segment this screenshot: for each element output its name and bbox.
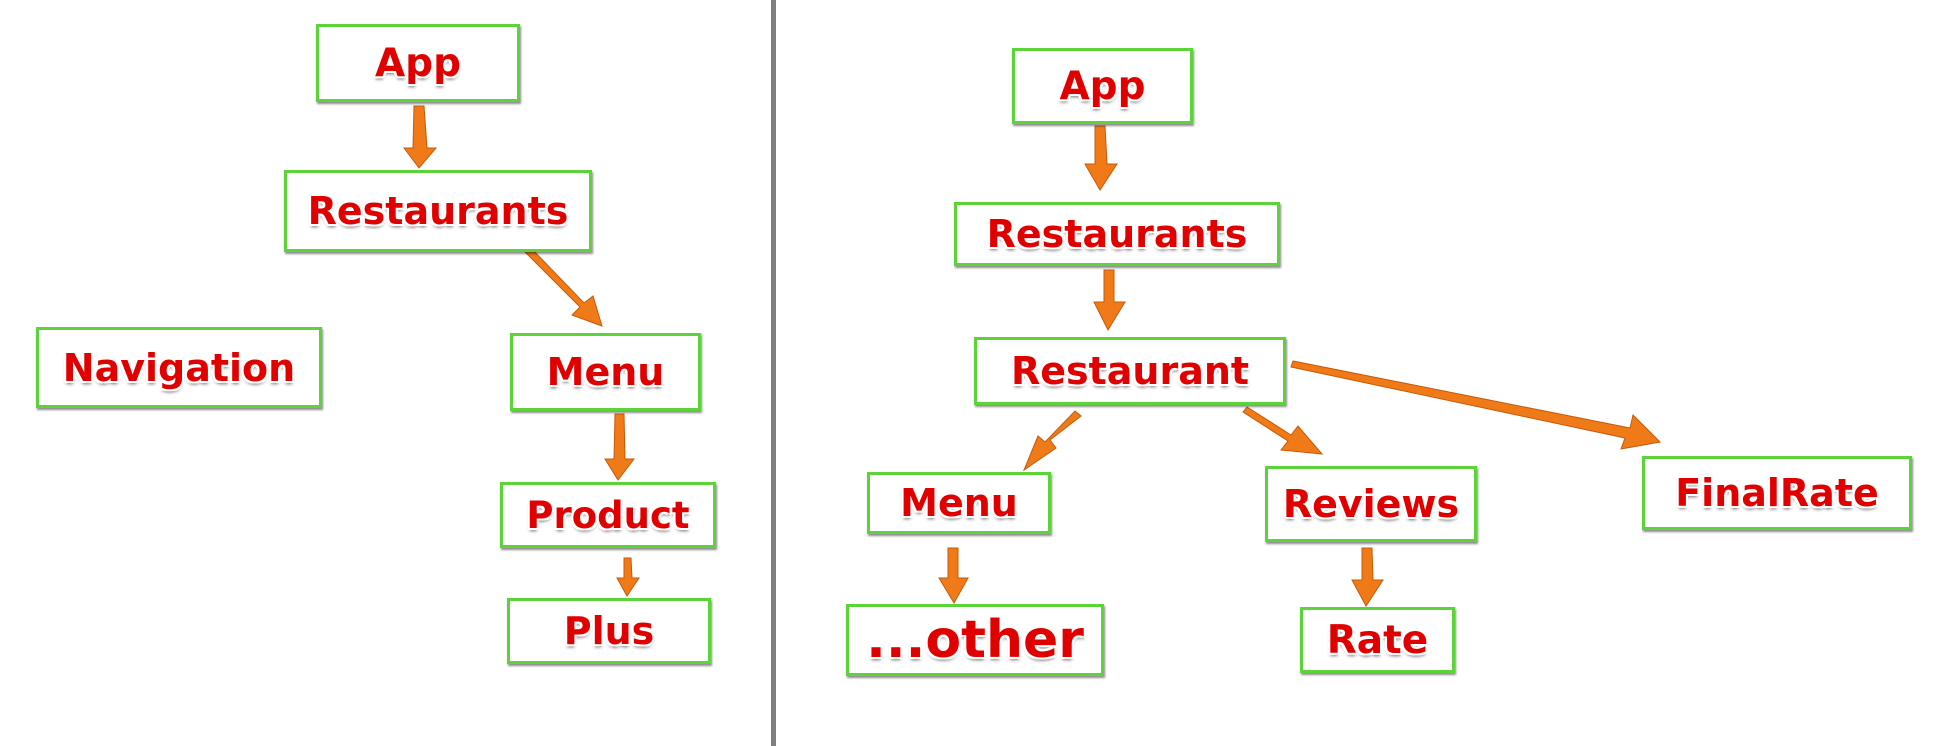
right-final-rate-node: FinalRate: [1642, 456, 1912, 530]
right-restaurants-node: Restaurants: [954, 202, 1280, 266]
right-reviews-label: Reviews: [1282, 482, 1460, 526]
right-menu-label: Menu: [900, 481, 1018, 525]
right-app-label: App: [1059, 63, 1146, 109]
right-rate-node: Rate: [1300, 607, 1455, 673]
right-other-node: ...other: [846, 604, 1104, 676]
left-navigation-node: Navigation: [36, 327, 322, 408]
left-restaurants-node: Restaurants: [284, 170, 592, 252]
arrow-left-app-to-restaurants: [403, 105, 438, 169]
right-app-node: App: [1012, 48, 1193, 124]
right-final-rate-label: FinalRate: [1675, 471, 1879, 515]
left-product-node: Product: [500, 482, 716, 548]
arrow-right-restaurant-to-reviews: [1242, 406, 1324, 455]
left-app-label: App: [374, 40, 462, 86]
right-rate-label: Rate: [1326, 617, 1429, 663]
arrow-right-restaurant-to-final-rate: [1290, 360, 1662, 450]
arrow-left-menu-to-product: [604, 413, 636, 481]
section-divider: [771, 0, 776, 746]
arrow-right-reviews-to-rate: [1351, 547, 1384, 607]
left-navigation-label: Navigation: [62, 345, 296, 390]
right-restaurants-label: Restaurants: [986, 212, 1248, 256]
left-menu-label: Menu: [546, 350, 665, 394]
arrow-right-restaurant-to-menu: [1022, 410, 1082, 472]
arrow-left-restaurants-to-menu: [524, 247, 603, 327]
right-other-label: ...other: [866, 610, 1084, 670]
arrow-right-app-to-restaurants: [1084, 125, 1118, 191]
left-app-node: App: [316, 24, 520, 102]
right-menu-node: Menu: [867, 472, 1051, 534]
arrow-right-restaurants-to-restaurant: [1093, 269, 1126, 332]
arrow-left-product-to-plus: [616, 557, 640, 597]
right-restaurant-node: Restaurant: [974, 337, 1286, 405]
left-plus-node: Plus: [507, 598, 711, 664]
right-restaurant-label: Restaurant: [1010, 349, 1250, 393]
left-menu-node: Menu: [510, 333, 701, 411]
arrow-right-menu-to-other: [938, 547, 969, 604]
left-product-label: Product: [526, 493, 690, 537]
left-restaurants-label: Restaurants: [307, 189, 569, 233]
left-plus-label: Plus: [563, 609, 655, 653]
right-reviews-node: Reviews: [1265, 466, 1477, 542]
